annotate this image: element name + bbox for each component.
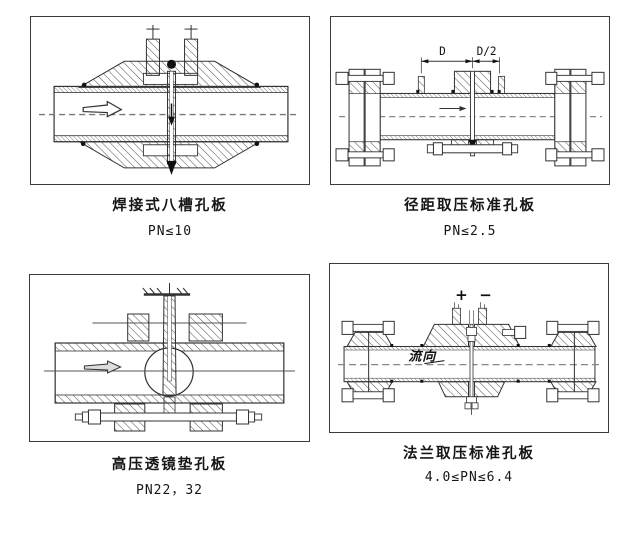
rating-flange-tap-orifice: 4.0≤PN≤6.4 [424, 470, 514, 485]
caption-welded-slot-orifice: 焊接式八槽孔板 [112, 198, 228, 214]
flange-tap-orifice-diagram: + − 流向 [338, 286, 601, 415]
pipe [338, 345, 601, 383]
tap-stubs [416, 75, 506, 94]
plus-tap-tube [452, 307, 461, 325]
right-flange [546, 320, 600, 403]
minus-tap-tube [478, 307, 487, 325]
flow-arrow [83, 360, 122, 374]
panel-welded-slot-orifice [30, 16, 310, 185]
dimension-d-half-label: D/2 [477, 45, 497, 58]
plus-tap-label: + [455, 286, 468, 304]
weld-dots [80, 82, 260, 147]
caption-lens-gasket-orifice: 高压透镜垫孔板 [111, 457, 228, 473]
lens-gasket-orifice-diagram [44, 283, 295, 432]
weld-dots [390, 343, 551, 383]
flow-direction-label: 流向 [408, 349, 437, 365]
right-flange [545, 68, 605, 167]
caption-flange-tap-orifice: 法兰取压标准孔板 [403, 446, 535, 462]
rating-radius-tap-orifice: PN≤2.5 [443, 224, 497, 239]
rating-welded-slot-orifice: PN≤10 [147, 224, 193, 239]
minus-tap-label: − [479, 286, 492, 304]
pressure-taps [145, 25, 199, 76]
left-flange [341, 320, 395, 403]
flow-arrow [439, 106, 467, 112]
orifice-plate [166, 59, 177, 175]
top-blocks [127, 313, 223, 342]
radius-tap-orifice-diagram: D D/2 [335, 45, 605, 167]
side-bolt-head [514, 325, 527, 339]
dimension-d-label: D [439, 45, 446, 58]
rating-lens-gasket-orifice: PN22，32 [136, 483, 203, 498]
bottom-clamp [426, 139, 519, 156]
center-flange-taps [422, 302, 527, 415]
flow-arrow [82, 100, 123, 118]
bottom-clamp [74, 396, 263, 432]
panel-flange-tap-orifice: + − 流向 [329, 263, 609, 433]
orifice-plate-stem [142, 283, 191, 396]
dimension-lines [420, 57, 501, 74]
welded-slot-orifice-diagram [39, 25, 300, 175]
panel-lens-gasket-orifice [29, 274, 310, 442]
flow-label-underline [424, 360, 445, 365]
left-flange [335, 68, 395, 167]
panel-radius-tap-orifice: D D/2 [330, 16, 610, 185]
side-bolt-rod [502, 328, 516, 336]
caption-radius-tap-orifice: 径距取压标准孔板 [404, 198, 536, 214]
